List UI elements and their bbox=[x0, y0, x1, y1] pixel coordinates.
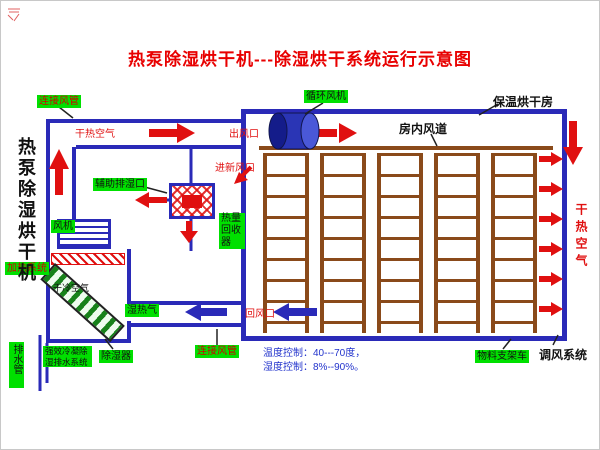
label-dry-hot-air-top: 干热空气 bbox=[75, 129, 115, 140]
label-circulation-fan: 循环风机 bbox=[304, 90, 348, 103]
indoor-air-duct-line bbox=[259, 146, 553, 150]
diagram-title: 热泵除湿烘干机---除湿烘干系统运行示意图 bbox=[128, 50, 472, 69]
duct-bottom-lower-line bbox=[127, 323, 245, 327]
dehumidifier-coil bbox=[40, 263, 125, 343]
label-aux-dehumid-port: 辅助排湿口 bbox=[93, 178, 147, 191]
unit-bottom-line bbox=[46, 339, 131, 343]
supply-right-arrow-duct bbox=[149, 123, 195, 143]
label-insulated-room: 保温烘干房 bbox=[493, 95, 554, 109]
label-dehumidifier: 除湿器 bbox=[99, 350, 133, 363]
label-dry-cold-air: 干冷空气 bbox=[53, 283, 90, 293]
label-heat-recovery: 热量回收器 bbox=[219, 213, 245, 249]
recovery-down-arrow bbox=[180, 221, 198, 243]
heat-recovery-box bbox=[169, 183, 215, 219]
label-condense-system: 强效冷凝除湿排水系统 bbox=[43, 346, 92, 367]
label-air-adjust-system: 调风系统 bbox=[539, 348, 588, 362]
unit-right-lower-line bbox=[127, 321, 131, 343]
label-drain-pipe: 排水管 bbox=[9, 342, 24, 388]
drying-rack bbox=[377, 153, 423, 333]
heat-recovery-core bbox=[182, 195, 202, 208]
duct-top-upper-line bbox=[46, 119, 246, 123]
corner-watermark-icon bbox=[7, 8, 20, 22]
heating-element bbox=[51, 253, 125, 265]
label-unit-name-vertical: 热泵除湿烘干机 bbox=[16, 137, 36, 284]
label-indoor-duct: 房内风道 bbox=[399, 122, 448, 136]
label-humidity-control: 湿度控制：8%--90%。 bbox=[263, 362, 365, 373]
label-fan: 风机 bbox=[51, 220, 75, 233]
duct-left-inner-line bbox=[72, 147, 76, 221]
label-heating-system: 加热系统 bbox=[5, 262, 49, 275]
duct-left-outer-line bbox=[46, 119, 50, 343]
drying-rack bbox=[434, 153, 480, 333]
drying-rack bbox=[491, 153, 537, 333]
label-dry-hot-air-right: 干热空气 bbox=[574, 203, 588, 271]
drying-rack bbox=[320, 153, 366, 333]
return-left-arrow-duct bbox=[185, 303, 227, 321]
label-fresh-air-inlet: 进新风口 bbox=[215, 163, 255, 174]
label-connect-duct-top: 连接风管 bbox=[37, 95, 81, 108]
recovery-left-arrow bbox=[135, 192, 167, 208]
label-material-rack: 物料支架车 bbox=[475, 350, 529, 363]
label-temp-control: 温度控制：40---70度， bbox=[263, 348, 366, 359]
unit-right-upper-line bbox=[127, 249, 131, 305]
label-connect-duct-bottom: 连接风管 bbox=[195, 345, 239, 358]
label-return-air: 回风口 bbox=[245, 309, 275, 320]
supply-up-arrow bbox=[49, 149, 69, 195]
label-air-outlet: 出风口 bbox=[229, 129, 259, 140]
duct-top-lower-line bbox=[76, 145, 246, 149]
label-wet-hot-air: 湿热气 bbox=[125, 304, 159, 317]
